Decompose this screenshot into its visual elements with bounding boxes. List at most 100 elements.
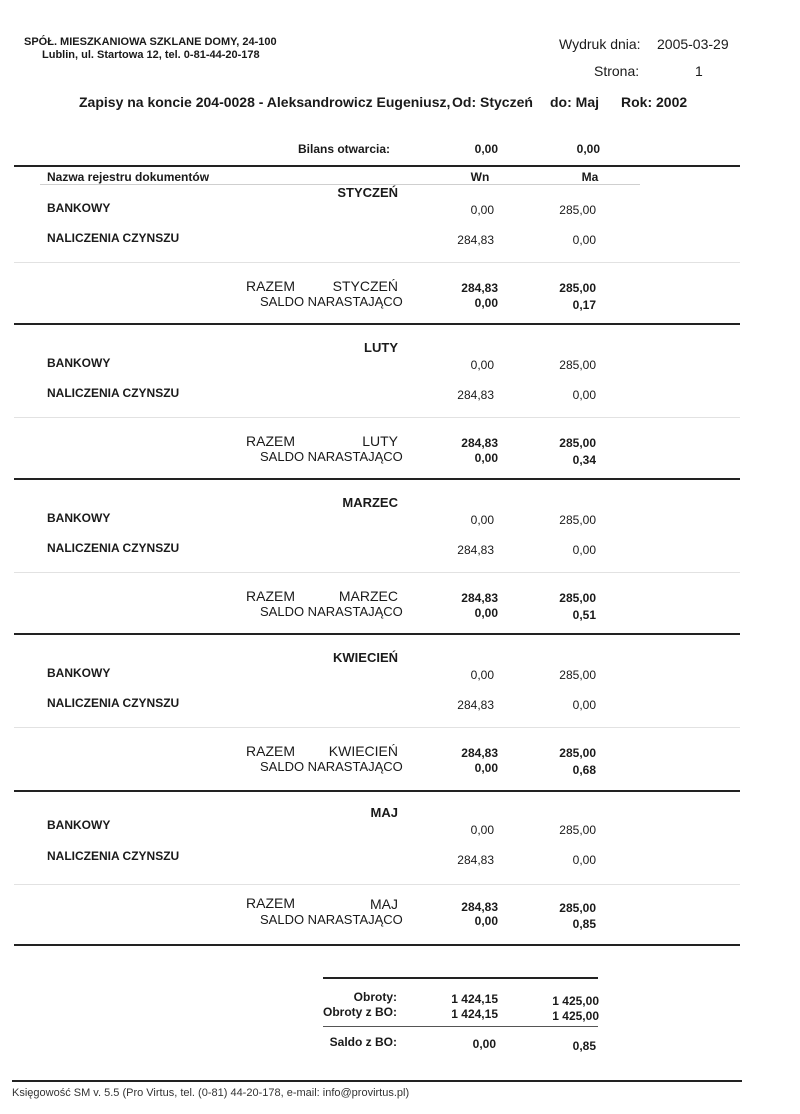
- saldo-wn: 0,00: [474, 914, 498, 928]
- opening-balance-wn: 0,00: [474, 142, 498, 156]
- register-wn: 284,83: [457, 698, 494, 712]
- divider: [14, 633, 740, 635]
- register-wn: 284,83: [457, 233, 494, 247]
- total-ma: 285,00: [559, 591, 596, 605]
- total-month: MAJ: [370, 896, 398, 912]
- register-ma: 0,00: [572, 388, 596, 402]
- register-label: BANKOWY: [47, 201, 111, 215]
- period-to: do: Maj: [550, 94, 599, 110]
- saldo-bo-wn: 0,00: [472, 1037, 496, 1051]
- total-month: STYCZEŃ: [332, 278, 398, 294]
- saldo-bo-label: Saldo z BO:: [329, 1035, 397, 1049]
- total-wn: 284,83: [461, 591, 498, 605]
- total-wn: 284,83: [461, 436, 498, 450]
- month-heading: KWIECIEŃ: [333, 650, 398, 665]
- saldo-bo-ma: 0,85: [572, 1039, 596, 1053]
- company-address: Lublin, ul. Startowa 12, tel. 0-81-44-20…: [42, 49, 260, 61]
- print-date-label: Wydruk dnia:: [559, 36, 641, 52]
- register-ma: 285,00: [559, 203, 596, 217]
- divider: [14, 944, 740, 946]
- header-underline: [40, 184, 640, 185]
- month-heading: MAJ: [370, 805, 398, 820]
- register-label: BANKOWY: [47, 511, 111, 525]
- divider: [14, 727, 740, 728]
- divider: [14, 165, 740, 167]
- register-wn: 0,00: [470, 668, 494, 682]
- company-name: SPÓŁ. MIESZKANIOWA SZKLANE DOMY, 24-100: [24, 36, 277, 48]
- column-header-ma: Ma: [581, 170, 599, 184]
- obroty-wn: 1 424,15: [451, 992, 498, 1006]
- register-label: BANKOWY: [47, 356, 111, 370]
- saldo-ma: 0,85: [572, 917, 596, 931]
- saldo-label: SALDO NARASTAJĄCO: [260, 449, 403, 464]
- register-wn: 284,83: [457, 853, 494, 867]
- month-heading: MARZEC: [342, 495, 398, 510]
- register-label: NALICZENIA CZYNSZU: [47, 541, 180, 555]
- saldo-wn: 0,00: [474, 761, 498, 775]
- total-ma: 285,00: [559, 746, 596, 760]
- saldo-wn: 0,00: [474, 296, 498, 310]
- total-label: RAZEM: [246, 433, 295, 449]
- total-ma: 285,00: [559, 281, 596, 295]
- saldo-label: SALDO NARASTAJĄCO: [260, 294, 403, 309]
- column-header-name: Nazwa rejestru dokumentów: [47, 170, 210, 184]
- total-label: RAZEM: [246, 278, 295, 294]
- total-ma: 285,00: [559, 436, 596, 450]
- register-wn: 0,00: [470, 358, 494, 372]
- month-heading: STYCZEŃ: [337, 185, 398, 200]
- register-label: BANKOWY: [47, 818, 111, 832]
- register-wn: 284,83: [457, 388, 494, 402]
- total-ma: 285,00: [559, 901, 596, 915]
- total-label: RAZEM: [246, 588, 295, 604]
- register-ma: 285,00: [559, 513, 596, 527]
- register-label: NALICZENIA CZYNSZU: [47, 386, 180, 400]
- register-wn: 0,00: [470, 203, 494, 217]
- total-month: LUTY: [362, 433, 398, 449]
- obroty-label: Obroty:: [353, 990, 397, 1004]
- register-label: NALICZENIA CZYNSZU: [47, 231, 180, 245]
- opening-balance-ma: 0,00: [576, 142, 600, 156]
- divider: [14, 884, 740, 885]
- summary-top-rule: [323, 977, 598, 979]
- footer-text: Księgowość SM v. 5.5 (Pro Virtus, tel. (…: [12, 1087, 410, 1099]
- register-wn: 284,83: [457, 543, 494, 557]
- opening-balance-label: Bilans otwarcia:: [298, 142, 391, 156]
- print-date-value: 2005-03-29: [657, 36, 729, 52]
- report-title: Zapisy na koncie 204-0028 - Aleksandrowi…: [79, 94, 451, 110]
- divider: [14, 790, 740, 792]
- saldo-wn: 0,00: [474, 451, 498, 465]
- register-wn: 0,00: [470, 513, 494, 527]
- report-year: Rok: 2002: [621, 94, 688, 110]
- period-from: Od: Styczeń: [452, 94, 533, 110]
- register-ma: 285,00: [559, 823, 596, 837]
- total-label: RAZEM: [246, 895, 295, 911]
- total-month: MARZEC: [338, 588, 398, 604]
- register-label: BANKOWY: [47, 666, 111, 680]
- total-wn: 284,83: [461, 746, 498, 760]
- summary-rule: [323, 1026, 598, 1027]
- register-ma: 285,00: [559, 668, 596, 682]
- column-header-wn: Wn: [470, 170, 490, 184]
- saldo-ma: 0,68: [572, 763, 596, 777]
- total-month: KWIECIEŃ: [328, 743, 398, 759]
- footer-rule: [12, 1080, 742, 1082]
- obroty-ma: 1 425,00: [552, 994, 599, 1008]
- divider: [14, 478, 740, 480]
- saldo-label: SALDO NARASTAJĄCO: [260, 759, 403, 774]
- saldo-label: SALDO NARASTAJĄCO: [260, 604, 403, 619]
- register-ma: 285,00: [559, 358, 596, 372]
- saldo-label: SALDO NARASTAJĄCO: [260, 912, 403, 927]
- register-ma: 0,00: [572, 543, 596, 557]
- obroty-bo-ma: 1 425,00: [552, 1009, 599, 1023]
- register-wn: 0,00: [470, 823, 494, 837]
- saldo-wn: 0,00: [474, 606, 498, 620]
- register-label: NALICZENIA CZYNSZU: [47, 696, 180, 710]
- total-label: RAZEM: [246, 743, 295, 759]
- month-heading: LUTY: [364, 340, 398, 355]
- register-label: NALICZENIA CZYNSZU: [47, 849, 180, 863]
- saldo-ma: 0,17: [572, 298, 596, 312]
- obroty-bo-label: Obroty z BO:: [323, 1005, 397, 1019]
- obroty-bo-wn: 1 424,15: [451, 1007, 498, 1021]
- register-ma: 0,00: [572, 853, 596, 867]
- total-wn: 284,83: [461, 281, 498, 295]
